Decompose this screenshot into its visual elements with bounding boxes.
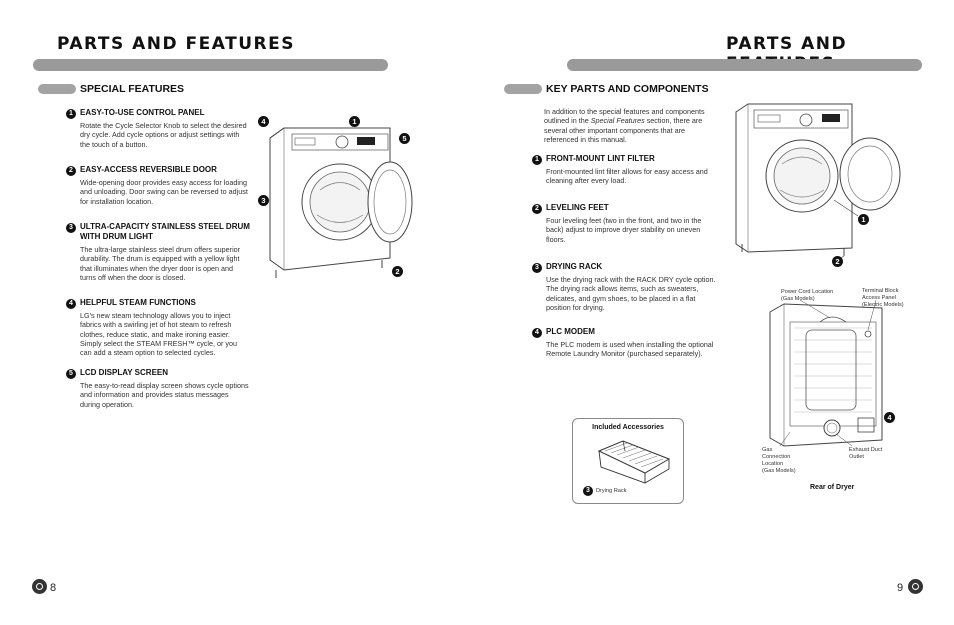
- callout-5: 5: [399, 133, 410, 144]
- component-number: 1: [532, 155, 542, 165]
- lg-logo-right: [908, 579, 923, 594]
- feature-item: 1 EASY-TO-USE CONTROL PANEL Rotate the C…: [66, 108, 250, 149]
- left-page-title: PARTS AND FEATURES: [57, 34, 295, 54]
- terminal-block-label: Terminal Block Access Panel (Electric Mo…: [862, 288, 904, 308]
- lg-logo-left: [32, 579, 47, 594]
- feature-title: EASY-TO-USE CONTROL PANEL: [80, 108, 205, 117]
- callout-4: 4: [884, 412, 895, 423]
- right-section-pill: [504, 84, 542, 94]
- feature-title: ULTRA-CAPACITY STAINLESS STEEL DRUM WITH…: [80, 222, 250, 241]
- right-section-heading: KEY PARTS AND COMPONENTS: [546, 83, 709, 95]
- component-body: The PLC modem is used when installing th…: [546, 340, 714, 359]
- feature-body: Rotate the Cycle Selector Knob to select…: [80, 121, 247, 149]
- gas-connection-label: Gas Connection Location (Gas Models): [762, 447, 796, 474]
- accessory-label: Drying Rack: [596, 488, 627, 494]
- feature-body: Wide-opening door provides easy access f…: [80, 178, 248, 206]
- component-body: Use the drying rack with the RACK DRY cy…: [546, 275, 716, 312]
- component-title: PLC MODEM: [546, 327, 595, 336]
- callout-2: 2: [392, 266, 403, 277]
- component-body: Four leveling feet (two in the front, an…: [546, 216, 702, 244]
- intro-italic: Special Features: [590, 116, 645, 126]
- right-title-bar: [567, 59, 922, 71]
- component-title: LEVELING FEET: [546, 203, 609, 212]
- feature-number: 1: [66, 109, 76, 119]
- left-section-pill: [38, 84, 76, 94]
- left-page-number: 8: [50, 582, 57, 594]
- callout-1: 1: [349, 116, 360, 127]
- intro-text-part: section, there are several other importa…: [544, 116, 703, 144]
- feature-title: HELPFUL STEAM FUNCTIONS: [80, 298, 196, 307]
- component-item: 4 PLC MODEM The PLC modem is used when i…: [532, 327, 718, 359]
- right-page-number: 9: [897, 582, 904, 594]
- dryer-rear-illustration: [769, 299, 883, 447]
- exhaust-label: Exhaust Duct Outlet: [849, 447, 883, 460]
- component-body: Front-mounted lint filter allows for eas…: [546, 167, 708, 186]
- feature-title: LCD DISPLAY SCREEN: [80, 368, 169, 377]
- left-title-bar: [33, 59, 388, 71]
- feature-item: 5 LCD DISPLAY SCREEN The easy-to-read di…: [66, 368, 250, 409]
- feature-item: 3 ULTRA-CAPACITY STAINLESS STEEL DRUM WI…: [66, 222, 250, 282]
- feature-item: 2 EASY-ACCESS REVERSIBLE DOOR Wide-openi…: [66, 165, 250, 206]
- component-number: 3: [532, 263, 542, 273]
- feature-number: 2: [66, 166, 76, 176]
- accessories-box: Included Accessories 3 Drying Rack: [572, 418, 684, 504]
- power-cord-label: Power Cord Location (Gas Models): [781, 289, 834, 302]
- accessory-number: 3: [583, 486, 593, 496]
- component-item: 2 LEVELING FEET Four leveling feet (two …: [532, 203, 718, 244]
- component-number: 2: [532, 204, 542, 214]
- component-item: 1 FRONT-MOUNT LINT FILTER Front-mounted …: [532, 154, 718, 186]
- feature-title: EASY-ACCESS REVERSIBLE DOOR: [80, 165, 217, 174]
- feature-body: The ultra-large stainless steel drum off…: [80, 245, 241, 282]
- left-section-heading: SPECIAL FEATURES: [80, 83, 185, 95]
- feature-body: The easy-to-read display screen shows cy…: [80, 381, 249, 409]
- drying-rack-illustration: [597, 440, 671, 484]
- feature-item: 4 HELPFUL STEAM FUNCTIONS LG's new steam…: [66, 298, 250, 357]
- component-title: DRYING RACK: [546, 262, 603, 271]
- callout-2: 2: [832, 256, 843, 267]
- callout-1: 1: [858, 214, 869, 225]
- component-title: FRONT-MOUNT LINT FILTER: [546, 154, 655, 163]
- callout-3: 3: [258, 195, 269, 206]
- accessories-title: Included Accessories: [592, 424, 664, 431]
- feature-number: 5: [66, 369, 76, 379]
- intro-text-part: In addition to the special features and …: [544, 107, 705, 126]
- feature-number: 4: [66, 299, 76, 309]
- component-item: 3 DRYING RACK Use the drying rack with t…: [532, 262, 718, 312]
- dryer-front-illustration: [269, 127, 413, 278]
- feature-body: LG's new steam technology allows you to …: [80, 311, 237, 358]
- intro-text: In addition to the special features and …: [544, 107, 714, 144]
- rear-caption: Rear of Dryer: [810, 484, 855, 491]
- feature-number: 3: [66, 223, 76, 233]
- callout-4: 4: [258, 116, 269, 127]
- component-number: 4: [532, 328, 542, 338]
- dryer-front-open-illustration: [735, 103, 901, 261]
